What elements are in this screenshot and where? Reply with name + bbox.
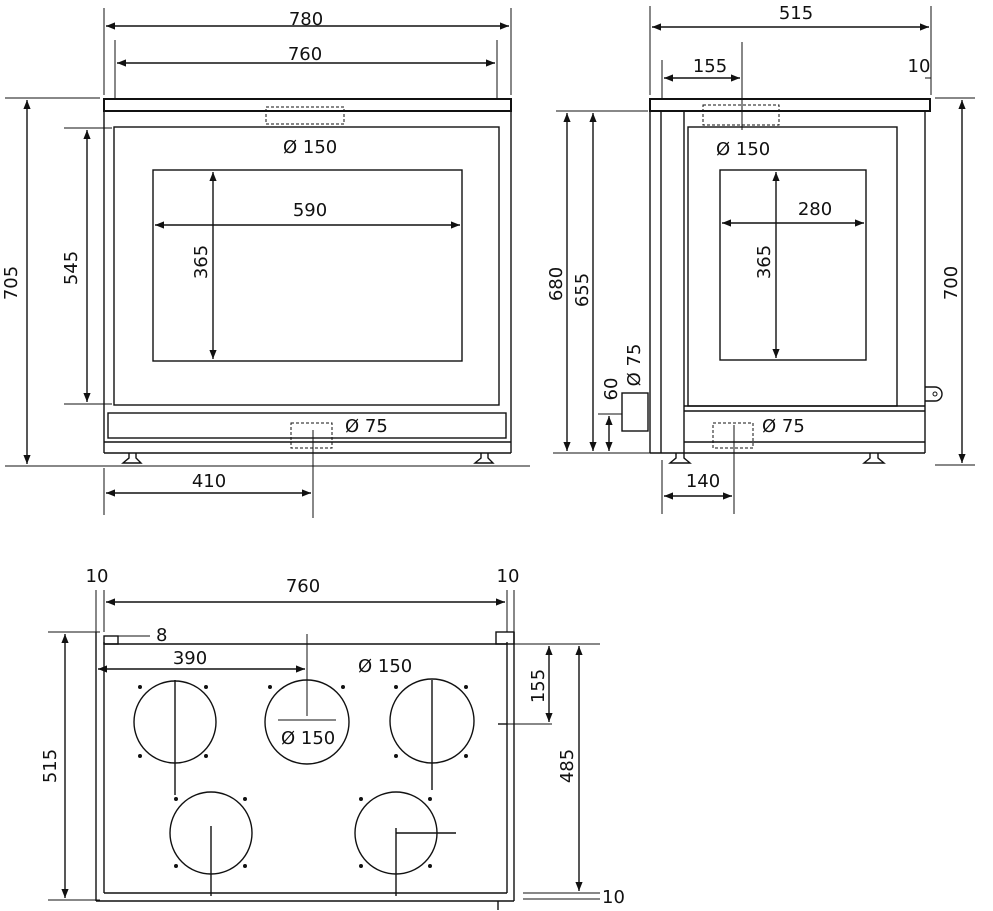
- top-right-margin: 10: [497, 566, 520, 587]
- side-top-outlet-label: Ø 150: [716, 139, 770, 160]
- side-top-plate: [649, 98, 931, 112]
- front-window: [152, 169, 463, 362]
- top-depth-inner: 485: [557, 749, 578, 783]
- side-top-overhang: 10: [908, 56, 931, 77]
- side-bottom-outlet-label: Ø 75: [762, 416, 805, 437]
- screw-dots: [138, 685, 468, 868]
- side-bottom-outlet-mark: [712, 422, 754, 449]
- side-outlet-label: Ø 75: [624, 344, 645, 387]
- top-hole-label-mid: Ø 150: [281, 728, 335, 749]
- front-top-outlet-label: Ø 150: [283, 137, 337, 158]
- top-hole-2: [264, 679, 350, 765]
- top-hole-label-top: Ø 150: [358, 656, 412, 677]
- front-window-width: 590: [293, 200, 327, 221]
- side-view: 515 155 10 680 655 700 Ø 150 280 365 Ø 7: [546, 3, 975, 514]
- side-height-left-outer: 680: [546, 267, 567, 301]
- front-width-inner: 760: [288, 44, 322, 65]
- side-window: [719, 169, 867, 361]
- front-foot-left: [121, 453, 143, 464]
- front-view: 780 760 705 545 Ø 150 590 365 Ø 75: [1, 8, 530, 518]
- side-foot-right: [862, 453, 886, 464]
- front-door: [113, 126, 500, 406]
- top-front-offset: 155: [528, 669, 549, 703]
- top-width: 760: [286, 576, 320, 597]
- front-bottom-outlet-mark: [290, 422, 333, 449]
- front-outlet-offset: 410: [192, 471, 226, 492]
- side-top-outlet-mark: [702, 104, 780, 126]
- side-outlet-height: 60: [601, 378, 622, 401]
- side-outlet-box: [621, 392, 649, 432]
- front-top-plate: [103, 98, 512, 112]
- front-width-outer: 780: [289, 9, 323, 30]
- side-foot-left: [668, 453, 692, 464]
- side-window-height: 365: [754, 245, 775, 279]
- top-lip: 8: [156, 625, 167, 646]
- side-outlet-offset: 155: [693, 56, 727, 77]
- front-height-door: 545: [61, 251, 82, 285]
- front-height-total: 705: [1, 266, 22, 300]
- side-bottom-outlet-offset: 140: [686, 471, 720, 492]
- side-height-right: 700: [941, 266, 962, 300]
- front-foot-right: [473, 453, 495, 464]
- top-lip-left: [103, 635, 119, 645]
- top-depth: 515: [40, 749, 61, 783]
- front-drawer: [107, 412, 507, 439]
- side-window-width: 280: [798, 199, 832, 220]
- top-bottom-margin: 10: [602, 887, 625, 908]
- side-hinge-knob: [925, 386, 943, 402]
- front-top-outlet-mark: [265, 106, 345, 125]
- top-left-margin: 10: [86, 566, 109, 587]
- top-lip-right: [495, 631, 515, 645]
- top-hole-offset: 390: [173, 648, 207, 669]
- top-view: 10 10 760 515 8 390 Ø 150 Ø 150: [40, 566, 625, 910]
- side-height-left-inner: 655: [572, 273, 593, 307]
- front-window-height: 365: [191, 245, 212, 279]
- front-bottom-outlet-label: Ø 75: [345, 416, 388, 437]
- side-depth-total: 515: [779, 3, 813, 24]
